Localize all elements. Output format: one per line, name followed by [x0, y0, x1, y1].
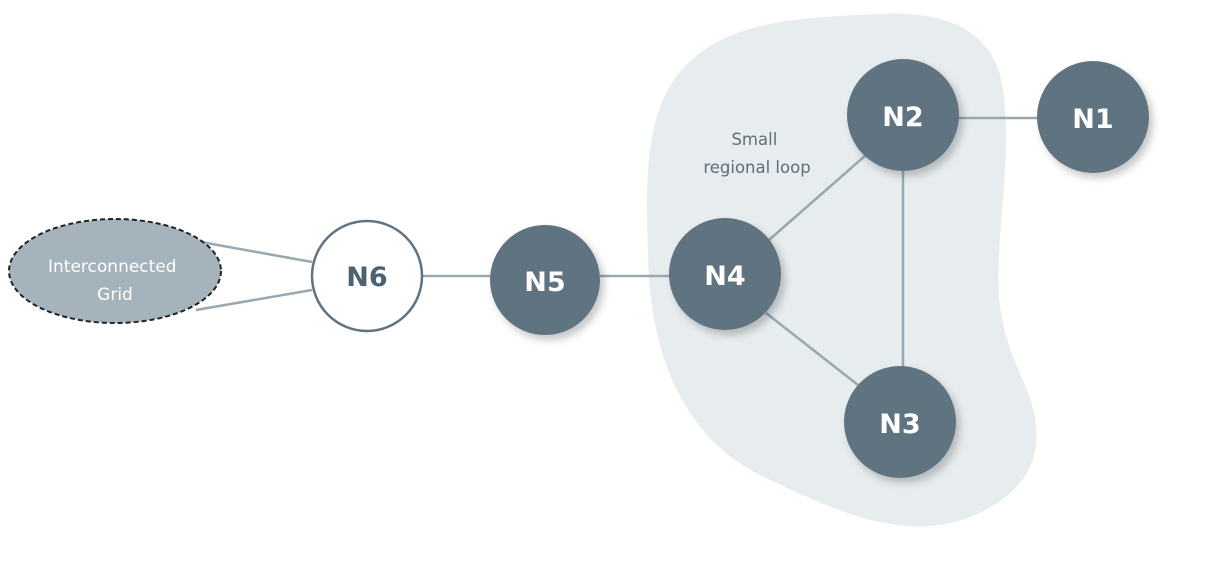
node-n1-circle — [1037, 61, 1149, 173]
node-n4: N4 — [669, 218, 781, 330]
node-n4-label: N4 — [704, 261, 745, 292]
node-n3-label: N3 — [879, 409, 920, 440]
node-n6-circle — [310, 219, 424, 333]
node-n1: N1 — [1037, 61, 1149, 173]
edge-grid-n6-lower — [195, 288, 313, 312]
node-n4-circle — [669, 218, 781, 330]
node-n6: N6 — [310, 219, 424, 333]
node-n5: N5 — [490, 225, 600, 335]
grid-label: Interconnected Grid — [48, 257, 182, 305]
grid-ellipse — [8, 218, 222, 324]
region-label: Small regional loop — [703, 130, 810, 177]
node-n2: N2 — [847, 59, 959, 171]
node-n3: N3 — [844, 366, 956, 478]
edges — [189, 116, 1040, 386]
edge-n4-n3 — [765, 312, 859, 386]
region-label-line-1: Small — [731, 130, 777, 149]
region-label-line-2: regional loop — [703, 158, 810, 177]
node-n5-label: N5 — [524, 267, 565, 298]
edge-grid-n6-upper — [189, 238, 313, 264]
node-n3-circle — [844, 366, 956, 478]
node-n2-circle — [847, 59, 959, 171]
node-n1-label: N1 — [1072, 104, 1113, 135]
grid-label-line-2: Grid — [97, 285, 133, 305]
node-n6-label: N6 — [346, 262, 387, 293]
interconnected-grid: Interconnected Grid — [8, 218, 222, 324]
node-n5-circle — [490, 225, 600, 335]
grid-label-line-1: Interconnected — [48, 257, 177, 277]
edge-n4-n2 — [768, 154, 867, 241]
node-n2-label: N2 — [882, 102, 923, 133]
